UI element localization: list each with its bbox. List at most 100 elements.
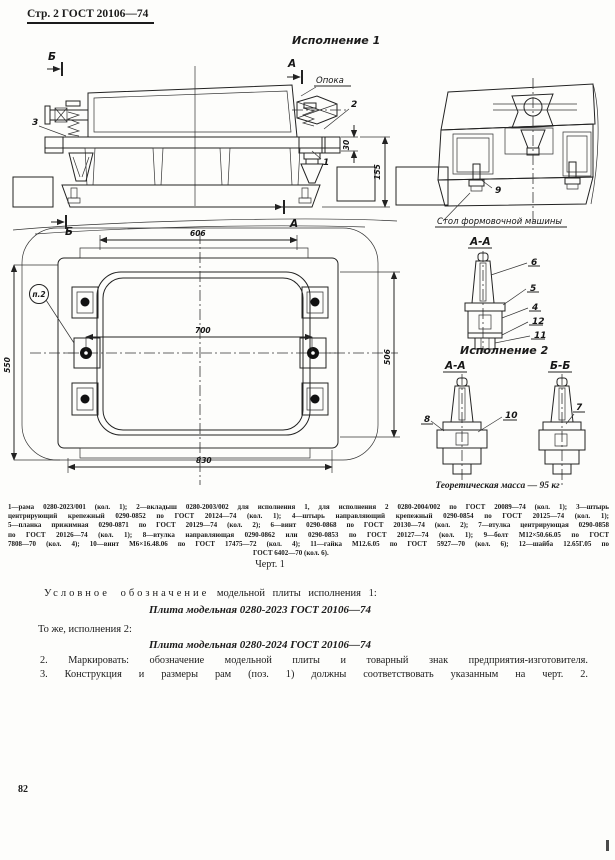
parts-list-line: 5—планка прижимная 0290-0871 по ГОСТ 201… <box>8 521 609 530</box>
section-mark-a-top: А <box>287 58 302 84</box>
dimension-506-label: 506 <box>383 349 392 365</box>
page-number: 82 <box>18 784 28 795</box>
parts-list-line: центрирующий крепежный 0290-0852 по ГОСТ… <box>8 512 609 521</box>
callout-9: 9 <box>480 179 501 196</box>
callout-3: 3 <box>32 118 66 136</box>
section-aa-exec1-drawing: А-А 6 5 4 12 <box>430 236 547 355</box>
dimension-550: 550 <box>3 264 60 461</box>
parts-list-line: ГОСТ 6402—70 (кол. 6). <box>253 549 329 558</box>
plate-designation-1: Плита модельная 0280-2023 ГОСТ 20106—74 <box>149 604 371 616</box>
plan-view-drawing: 606 700 550 506 830 п.2 <box>3 215 430 507</box>
designation-intro-1: Условное обозначение модельной плиты исп… <box>44 588 377 599</box>
section-b-top-label: Б <box>48 51 56 63</box>
table-caption-label: Стол формовочной машины <box>437 217 562 227</box>
molding-machine-table-drawing: 9 Стол формовочной машины <box>393 72 615 232</box>
callout-12-label: 12 <box>532 317 545 327</box>
callout-12: 12 <box>502 317 545 335</box>
dimension-606-label: 606 <box>190 229 206 238</box>
callout-8-label: 8 <box>424 415 430 425</box>
model-plate-section <box>45 137 340 185</box>
parts-list-line: 1—рама 0280-2023/001 (кол. 1); 2—вкладыш… <box>8 503 609 511</box>
sections-exec2-drawing: А-А Б-Б 8 10 <box>400 360 615 498</box>
callout-7-label: 7 <box>576 403 583 413</box>
execution-2-title: Исполнение 2 <box>460 344 549 357</box>
pin-assembly-aa1 <box>465 251 505 353</box>
opoka-callout: Опока <box>301 76 351 96</box>
clamp-bottom-right <box>302 383 328 415</box>
section-mark-b-bottom: Б <box>51 215 73 238</box>
dimension-155-label: 155 <box>373 164 382 180</box>
opoka-label: Опока <box>316 76 344 86</box>
section-aa-title-label: А-А <box>469 236 491 248</box>
designation-intro-1-spaced: Условное обозначение <box>44 588 210 599</box>
callout-8: 8 <box>421 415 444 431</box>
parts-list: 1—рама 0280-2023/001 (кол. 1); 2—вкладыш… <box>8 503 609 558</box>
callout-5-label: 5 <box>530 284 536 294</box>
callout-11-label: 11 <box>534 331 547 341</box>
section-aa-title: А-А <box>468 236 492 248</box>
section-mark-b-top: Б <box>47 51 62 76</box>
table-body <box>396 78 598 222</box>
dimension-155: 155 <box>322 136 390 208</box>
dimension-30-label: 30 <box>342 140 351 150</box>
callout-2-label: 2 <box>351 100 357 110</box>
section-aa2-title: А-А <box>443 360 467 372</box>
callout-10-label: 10 <box>505 411 518 421</box>
section-mark-a-bottom: А <box>269 200 298 230</box>
dimension-700-label: 700 <box>195 326 211 335</box>
flask-trunnion-left <box>45 106 88 124</box>
callout-4-label: 4 <box>531 303 538 313</box>
pin-assembly-bb2 <box>539 374 585 486</box>
callout-6-label: 6 <box>531 258 537 268</box>
callout-7: 7 <box>566 403 585 424</box>
machine-table-slab <box>62 185 320 207</box>
table-clamp-bolts <box>469 162 580 191</box>
clamp-top-left <box>72 287 98 318</box>
clamp-top-right <box>302 287 328 318</box>
page-header: Стр. 2 ГОСТ 20106—74 <box>27 8 155 24</box>
note-2: 2. Маркировать: обозначение модельной пл… <box>40 655 588 666</box>
dimension-606: 606 <box>99 229 298 250</box>
section-bb2-title-label: Б-Б <box>550 360 570 372</box>
section-aa2-title-label: А-А <box>444 360 466 372</box>
clamp-bottom-left <box>72 383 98 415</box>
flask-trunnion-right <box>292 96 347 124</box>
callout-1: 1 <box>312 151 329 168</box>
dimension-30: 30 <box>341 125 358 163</box>
callout-6: 6 <box>491 258 540 275</box>
section-b-bottom-label: Б <box>65 226 73 238</box>
parts-list-line: 7808—70 (кол. 4); 10—винт М6×16.48.06 по… <box>8 539 609 548</box>
centering-pin-assembly-left <box>66 101 93 181</box>
section-a-top-label: А <box>287 58 296 70</box>
position-callout-p2: п.2 <box>30 285 75 344</box>
designation-intro-1-rest: модельной плиты исполнения 1: <box>216 588 377 599</box>
dimension-700: 700 <box>85 326 313 351</box>
position-p2-label: п.2 <box>32 290 45 299</box>
note-3: 3. Конструкция и размеры рам (поз. 1) до… <box>40 669 588 680</box>
designation-intro-2: То же, исполнения 2: <box>38 624 132 635</box>
dimension-550-label: 550 <box>3 357 12 373</box>
execution-1-title: Исполнение 1 <box>292 34 381 47</box>
callout-5: 5 <box>503 284 539 305</box>
pin-assembly-aa2 <box>437 374 487 488</box>
callout-10: 10 <box>478 411 518 432</box>
parts-list-line: по ГОСТ 20126—74 (кол. 1); 8—втулка напр… <box>8 530 609 539</box>
figure-caption: Черт. 1 <box>255 559 285 570</box>
table-caption: Стол формовочной машины <box>435 193 567 227</box>
callout-1-label: 1 <box>323 158 329 168</box>
dimension-506: 506 <box>340 271 400 438</box>
machine-frame-blocks <box>13 167 397 234</box>
dimension-830-label: 830 <box>196 456 212 465</box>
scan-artifact <box>606 840 609 851</box>
plan-outlines <box>22 228 398 485</box>
callout-3-label: 3 <box>32 118 38 128</box>
theoretical-mass-note: Теоретическая масса — 95 кг <box>435 481 560 491</box>
pin-mid-right <box>300 338 336 368</box>
guide-pin-assembly-right <box>299 103 325 183</box>
front-section-view-drawing: Б А Опока <box>5 51 400 238</box>
callout-2: 2 <box>324 100 357 129</box>
section-a-bottom-label: А <box>289 218 298 230</box>
section-bb2-title: Б-Б <box>548 360 572 372</box>
dimension-830: 830 <box>67 450 333 473</box>
